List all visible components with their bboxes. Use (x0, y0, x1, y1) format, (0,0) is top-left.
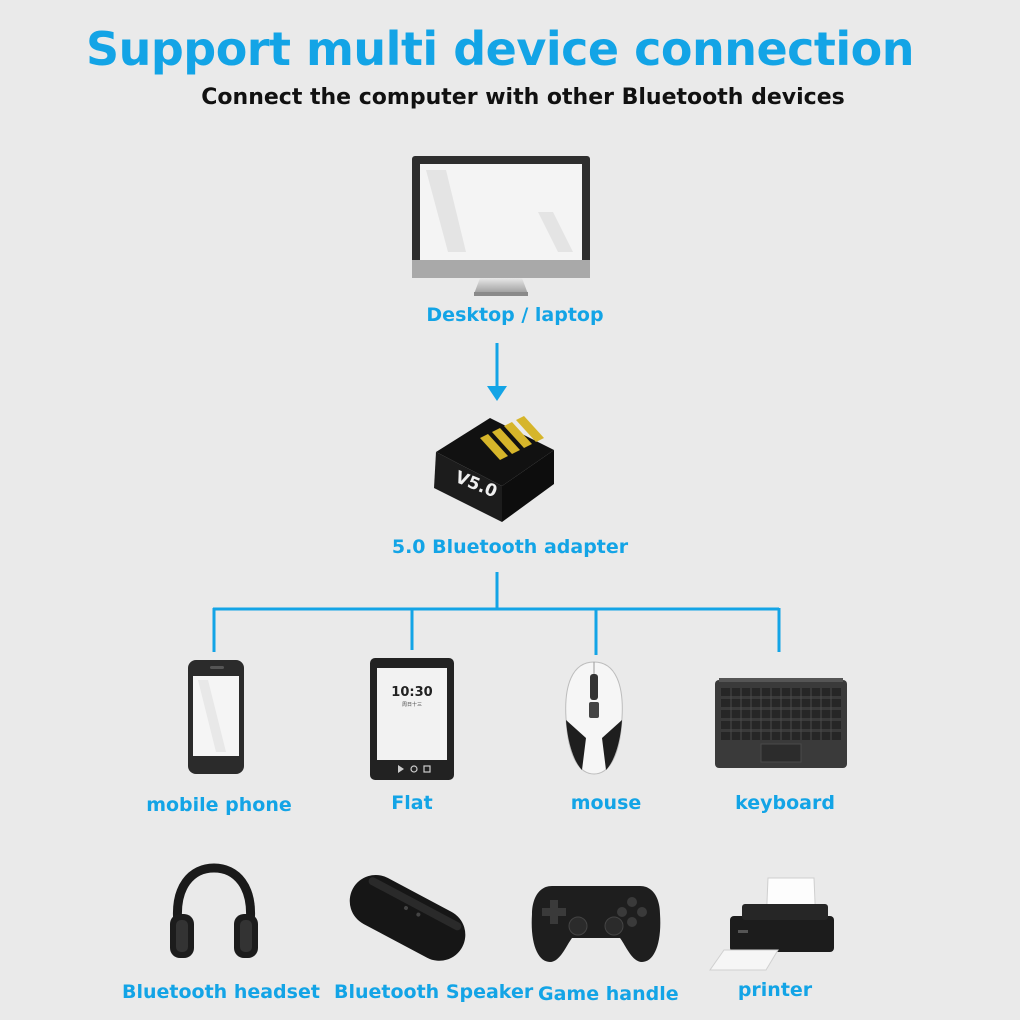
gamepad-icon (531, 886, 661, 962)
device-label-gamepad: Game handle (538, 983, 679, 1005)
headphones-icon (170, 863, 258, 958)
tablet-time: 10:30 (391, 685, 432, 700)
page-title: Support multi device connection (85, 22, 915, 76)
speaker-icon (349, 874, 466, 961)
device-label-printer: printer (737, 979, 813, 1001)
page-subtitle: Connect the computer with other Bluetoot… (201, 85, 845, 110)
bluetooth-adapter-icon: V5.0 (434, 416, 554, 522)
device-label-speaker: Bluetooth Speaker (334, 981, 534, 1003)
smartphone-icon (188, 660, 244, 774)
monitor-icon (412, 156, 590, 296)
device-label-phone: mobile phone (146, 794, 292, 816)
adapter-label: 5.0 Bluetooth adapter (391, 536, 629, 558)
touchpad (760, 743, 802, 763)
mouse-icon (565, 661, 623, 775)
source-label: Desktop / laptop (426, 304, 604, 326)
device-label-tablet: Flat (391, 792, 433, 814)
device-label-mouse: mouse (570, 792, 642, 814)
device-label-keyboard: keyboard (735, 792, 835, 814)
keyboard-icon (715, 678, 847, 768)
down-arrow-icon (487, 386, 507, 401)
device-label-headset: Bluetooth headset (122, 981, 320, 1003)
tablet-date: 周日十三 (402, 701, 422, 708)
connector-tree (212, 343, 781, 655)
printer-icon (709, 877, 834, 971)
tablet-icon: 10:30 周日十三 (370, 658, 454, 780)
